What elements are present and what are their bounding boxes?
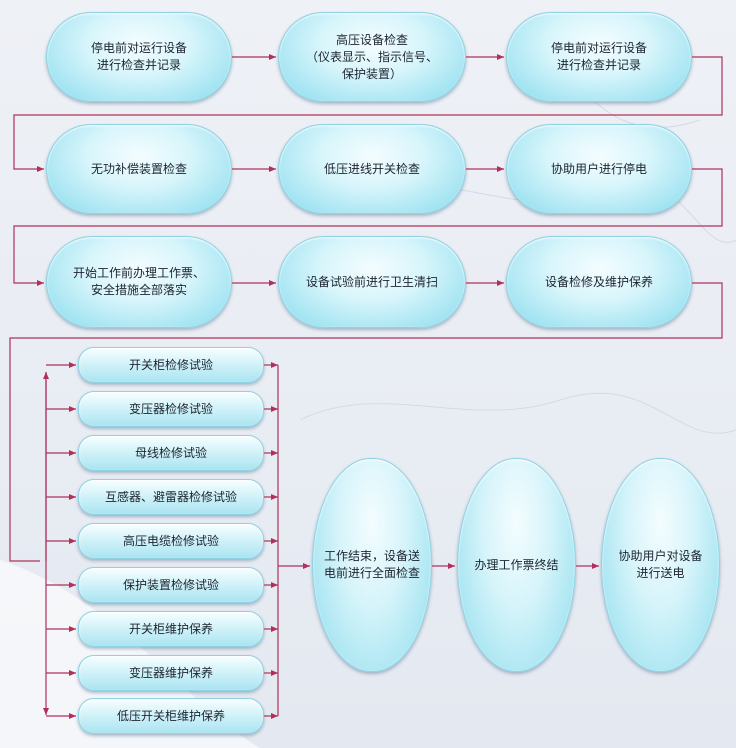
step-pre-test-cleaning: 设备试验前进行卫生清扫 (278, 236, 466, 328)
step-assist-user-outage: 协助用户进行停电 (506, 124, 692, 214)
step-maintenance: 设备检修及维护保养 (506, 236, 692, 328)
step-assist-user-energize: 协助用户对设备 进行送电 (601, 458, 720, 672)
branch-transformer-test: 变压器检修试验 (78, 391, 264, 427)
step-final-inspection: 工作结束，设备送 电前进行全面检查 (312, 458, 432, 672)
branch-switchgear-test: 开关柜检修试验 (78, 347, 264, 383)
step-lv-incoming-switch-check: 低压进线开关检查 (278, 124, 466, 214)
step-pre-outage-inspection-1: 停电前对运行设备 进行检查并记录 (46, 12, 232, 102)
branch-protection-test: 保护装置检修试验 (78, 567, 264, 603)
branch-ct-arrester-test: 互感器、避雷器检修试验 (78, 479, 264, 515)
step-pre-outage-inspection-2: 停电前对运行设备 进行检查并记录 (506, 12, 692, 102)
branch-switchgear-maintenance: 开关柜维护保养 (78, 611, 264, 647)
step-hv-equipment-check: 高压设备检查 （仪表显示、指示信号、 保护装置） (278, 12, 466, 102)
branch-busbar-test: 母线检修试验 (78, 435, 264, 471)
branch-lv-switchgear-maintenance: 低压开关柜维护保养 (78, 698, 264, 734)
step-close-work-permit: 办理工作票终结 (457, 458, 576, 672)
step-work-permit-safety: 开始工作前办理工作票、 安全措施全部落实 (46, 236, 232, 328)
step-reactive-compensation-check: 无功补偿装置检查 (46, 124, 232, 214)
branch-transformer-maintenance: 变压器维护保养 (78, 655, 264, 691)
branch-hv-cable-test: 高压电缆检修试验 (78, 523, 264, 559)
